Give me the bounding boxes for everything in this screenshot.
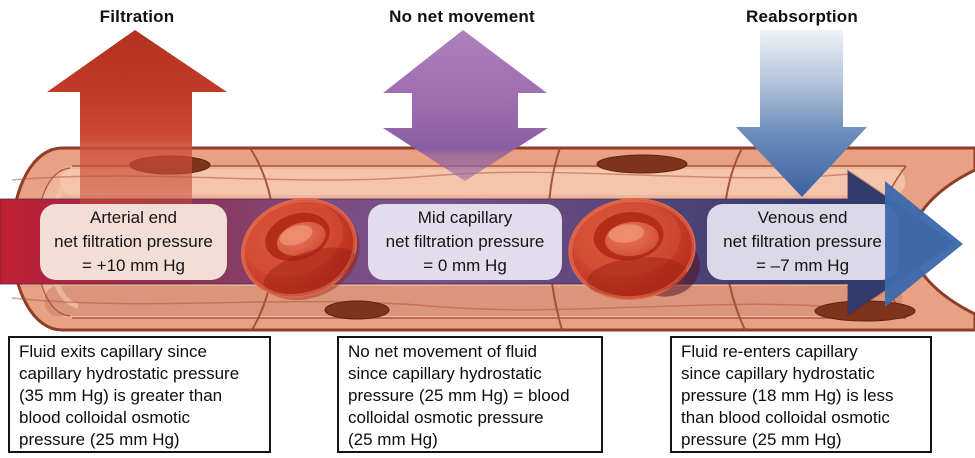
explanation-line: than blood colloidal osmotic [681,408,890,427]
no-net-movement-explanation-box: No net movement of fluid since capillary… [337,336,603,453]
pressure-box-line: = 0 mm Hg [423,256,507,275]
explanation-line: Fluid re-enters capillary [681,342,858,361]
pressure-box-line: Mid capillary [417,208,513,227]
explanation-line: pressure (25 mm Hg) [19,430,180,449]
explanation-line: Fluid exits capillary since [19,342,208,361]
pressure-box-line: Arterial end [90,208,177,227]
pressure-box-line: Venous end [757,208,848,227]
endothelial-nucleus [596,154,688,174]
explanation-line: blood colloidal osmotic [19,408,191,427]
venous-end-pressure-box: Venous end net filtration pressure = –7 … [707,204,898,280]
explanation-line: capillary hydrostatic pressure [19,364,240,383]
reabsorption-label: Reabsorption [746,7,858,26]
pressure-box-line: net filtration pressure [723,232,882,251]
explanation-line: No net movement of fluid [348,342,537,361]
reabsorption-explanation-box: Fluid re-enters capillary since capillar… [670,336,932,453]
explanation-line: pressure (25 mm Hg) [681,430,842,449]
red-blood-cell [568,198,700,300]
filtration-up-arrow [47,30,227,206]
no-net-movement-double-arrow [383,30,548,181]
explanation-line: pressure (25 mm Hg) = blood [348,386,570,405]
explanation-line: (25 mm Hg) [348,430,438,449]
pressure-box-line: = –7 mm Hg [755,256,850,275]
explanation-line: pressure (18 mm Hg) is less [681,386,894,405]
explanation-line: (35 mm Hg) is greater than [19,386,223,405]
filtration-label: Filtration [99,7,175,26]
filtration-explanation-box: Fluid exits capillary since capillary hy… [8,336,271,453]
pressure-box-line: = +10 mm Hg [82,256,185,275]
reabsorption-down-arrow [736,30,867,197]
mid-capillary-pressure-box: Mid capillary net filtration pressure = … [368,204,562,280]
no-net-movement-label: No net movement [389,7,535,26]
explanation-line: since capillary hydrostatic [348,364,542,383]
endothelial-nucleus [324,300,390,320]
explanation-line: since capillary hydrostatic [681,364,875,383]
pressure-box-line: net filtration pressure [385,232,545,251]
explanation-line: colloidal osmotic pressure [348,408,544,427]
red-blood-cell [241,198,360,300]
arterial-end-pressure-box: Arterial end net filtration pressure = +… [40,204,227,280]
pressure-box-line: net filtration pressure [54,232,213,251]
